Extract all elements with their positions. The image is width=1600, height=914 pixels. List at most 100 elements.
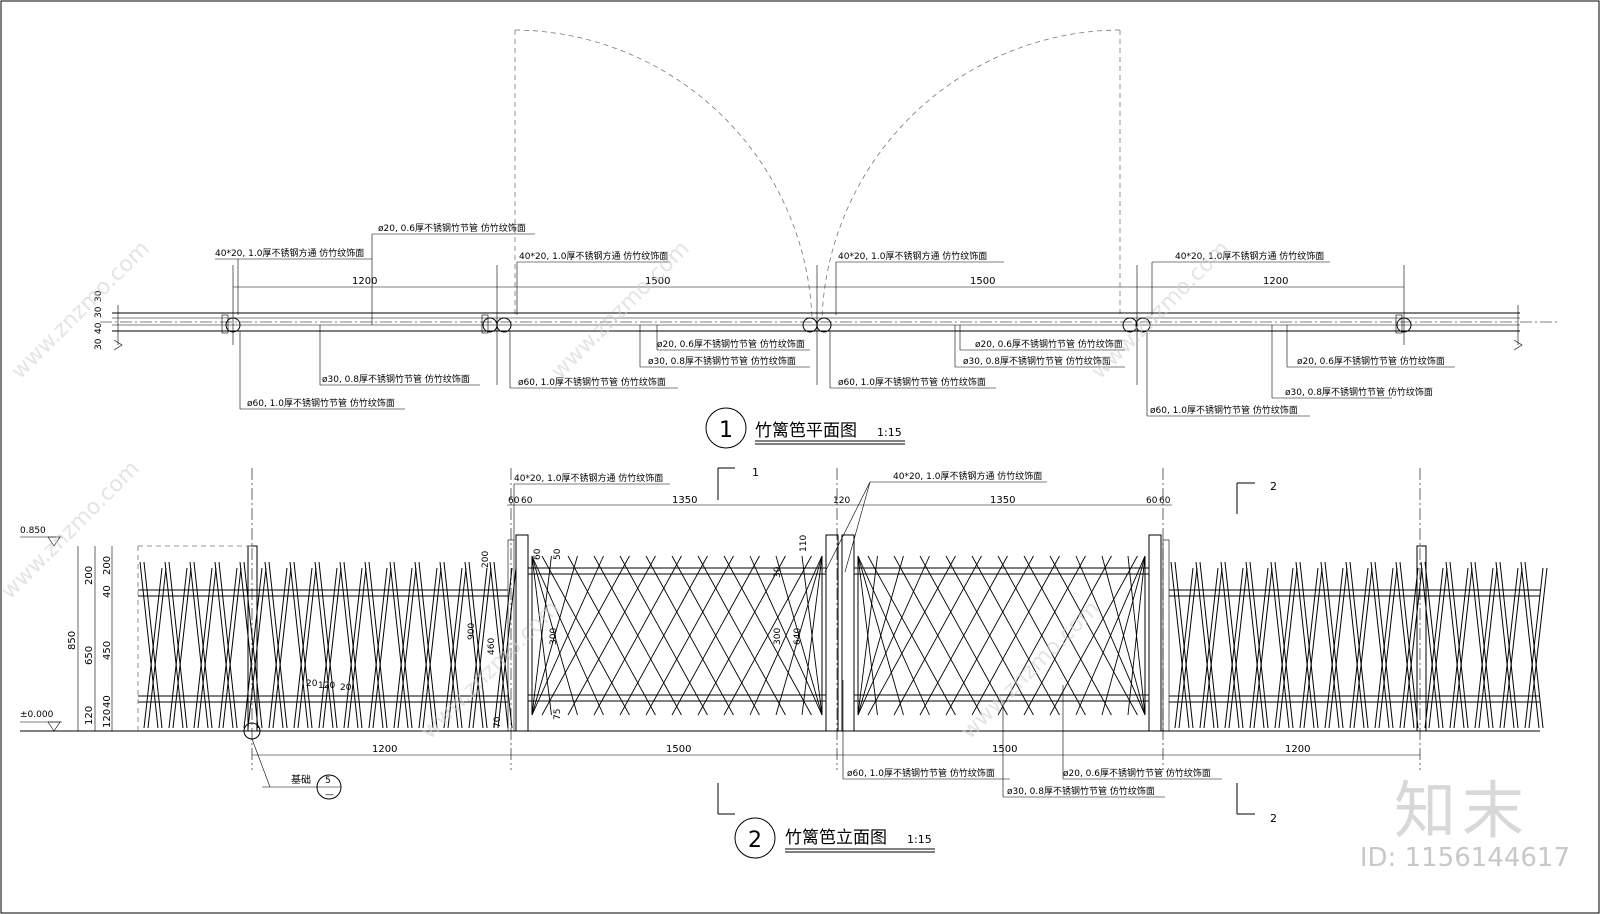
bamboo-stick bbox=[197, 567, 217, 729]
break-mark-left bbox=[113, 305, 123, 351]
bamboo-stick bbox=[1320, 561, 1340, 729]
bamboo-stick bbox=[143, 567, 163, 729]
bamboo-stick bbox=[1199, 567, 1219, 729]
svg-text:120: 120 bbox=[833, 496, 850, 506]
svg-text:110: 110 bbox=[799, 535, 809, 552]
plan-note-top-b: 40*20, 1.0厚不锈钢方通 仿竹纹饰面 bbox=[215, 247, 364, 259]
bamboo-stick bbox=[364, 561, 384, 729]
side-fence-rails bbox=[137, 545, 1540, 731]
bamboo-stick bbox=[1299, 567, 1319, 729]
bamboo-stick bbox=[1449, 567, 1469, 729]
svg-text:1500: 1500 bbox=[666, 744, 691, 755]
break-mark-right bbox=[1513, 305, 1523, 351]
elevation-title: 竹篱笆立面图 bbox=[785, 828, 887, 848]
bamboo-stick bbox=[1195, 561, 1215, 729]
svg-text:ø60, 1.0厚不锈钢竹节管 仿竹纹饰面: ø60, 1.0厚不锈钢竹节管 仿竹纹饰面 bbox=[247, 397, 395, 409]
spacing-dims: 20 120 20 bbox=[306, 679, 352, 693]
left-vertical-dim-texts: 200 650 120 850 200 40 450 40 120 bbox=[67, 556, 113, 728]
svg-text:ø20, 0.6厚不锈钢竹节管 仿竹纹饰面: ø20, 0.6厚不锈钢竹节管 仿竹纹饰面 bbox=[1297, 355, 1445, 367]
gate-rails bbox=[528, 567, 1149, 702]
bamboo-stick bbox=[493, 567, 513, 729]
plan-side-dims: 30 40 30 30 bbox=[94, 290, 104, 350]
bamboo-stick bbox=[1303, 567, 1323, 729]
svg-text:30: 30 bbox=[773, 566, 783, 578]
bamboo-stick bbox=[945, 555, 1034, 716]
bamboo-stick bbox=[314, 561, 334, 729]
bamboo-stick bbox=[147, 567, 167, 729]
svg-text:30: 30 bbox=[94, 306, 104, 318]
svg-text:650: 650 bbox=[84, 646, 95, 665]
bamboo-stick bbox=[168, 567, 188, 729]
bamboo-stick bbox=[893, 555, 982, 716]
svg-text:60: 60 bbox=[1159, 496, 1171, 506]
bamboo-stick bbox=[1324, 567, 1344, 729]
svg-text:ø20, 0.6厚不锈钢竹节管 仿竹纹饰面: ø20, 0.6厚不锈钢竹节管 仿竹纹饰面 bbox=[975, 338, 1123, 350]
bamboo-stick bbox=[247, 567, 267, 729]
bamboo-stick bbox=[189, 561, 209, 729]
bamboo-stick bbox=[443, 567, 463, 729]
bamboo-stick bbox=[297, 567, 317, 729]
bamboo-stick bbox=[671, 555, 760, 716]
svg-text:50: 50 bbox=[553, 548, 563, 560]
bamboo-stick bbox=[1170, 561, 1190, 729]
bamboo-stick bbox=[1245, 561, 1265, 729]
svg-text:www.znzmo.com: www.znzmo.com bbox=[7, 236, 155, 384]
plan-note-top-a: ø20, 0.6厚不锈钢竹节管 仿竹纹饰面 bbox=[378, 222, 526, 234]
bamboo-stick bbox=[339, 561, 359, 729]
svg-text:ø60, 1.0厚不锈钢竹节管 仿竹纹饰面: ø60, 1.0厚不锈钢竹节管 仿竹纹饰面 bbox=[1150, 404, 1298, 416]
bamboo-stick bbox=[389, 561, 409, 729]
elevation-notes: 40*20, 1.0厚不锈钢方通 仿竹纹饰面 40*20, 1.0厚不锈钢方通 … bbox=[513, 470, 1222, 798]
plan-top-notes: ø20, 0.6厚不锈钢竹节管 仿竹纹饰面 40*20, 1.0厚不锈钢方通 仿… bbox=[215, 222, 1330, 325]
bamboo-stick bbox=[264, 561, 284, 729]
bamboo-stick bbox=[1428, 567, 1448, 729]
elevation-view: 60 60 1350 120 1350 60 60 1 2 2 1200 150… bbox=[20, 466, 1548, 859]
bamboo-stick bbox=[531, 555, 578, 716]
foundation-label: 基础 bbox=[291, 773, 311, 786]
bamboo-stick bbox=[1274, 567, 1294, 729]
bamboo-stick bbox=[919, 555, 1008, 716]
bamboo-stick bbox=[1424, 567, 1444, 729]
bamboo-stick bbox=[997, 555, 1086, 716]
bamboo-stick bbox=[1049, 555, 1138, 716]
door-swing-arc-right bbox=[821, 29, 1121, 319]
bamboo-stick bbox=[1474, 567, 1494, 729]
bamboo-stick bbox=[372, 567, 392, 729]
svg-text:40: 40 bbox=[102, 695, 113, 708]
svg-text:1350: 1350 bbox=[990, 495, 1015, 506]
bamboo-stick bbox=[1503, 567, 1523, 729]
bamboo-stick bbox=[397, 567, 417, 729]
bamboo-stick bbox=[222, 567, 242, 729]
bamboo-stick bbox=[164, 561, 184, 729]
svg-text:1200: 1200 bbox=[1285, 744, 1310, 755]
bamboo-stick bbox=[723, 555, 812, 716]
bamboo-stick bbox=[1023, 555, 1112, 716]
bamboo-stick bbox=[531, 555, 552, 716]
elev-note-c20: ø20, 0.6厚不锈钢竹节管 仿竹纹饰面 bbox=[1063, 767, 1211, 779]
bamboo-stick bbox=[489, 561, 509, 729]
left-vertical-dims bbox=[77, 546, 113, 731]
bamboo-stick bbox=[1370, 561, 1390, 729]
svg-text:ø30, 0.8厚不锈钢竹节管 仿竹纹饰面: ø30, 0.8厚不锈钢竹节管 仿竹纹饰面 bbox=[963, 355, 1111, 367]
svg-text:120: 120 bbox=[84, 706, 95, 725]
bamboo-stick bbox=[468, 567, 488, 729]
svg-text:460: 460 bbox=[487, 638, 497, 655]
svg-text:ø30, 0.8厚不锈钢竹节管 仿竹纹饰面: ø30, 0.8厚不锈钢竹节管 仿竹纹饰面 bbox=[322, 373, 470, 385]
plan-dim-4: 1200 bbox=[1263, 276, 1288, 287]
elev-note-c60: ø60, 1.0厚不锈钢竹节管 仿竹纹饰面 bbox=[847, 767, 995, 779]
bamboo-stick bbox=[1453, 567, 1473, 729]
level-base: ±0.000 bbox=[20, 710, 54, 720]
bamboo-stick bbox=[1524, 567, 1544, 729]
svg-text:2: 2 bbox=[1270, 480, 1277, 493]
svg-text:2: 2 bbox=[1270, 812, 1277, 825]
bamboo-stick bbox=[775, 555, 823, 716]
svg-text:60: 60 bbox=[533, 548, 543, 560]
bamboo-stick bbox=[857, 555, 878, 716]
svg-text:1200: 1200 bbox=[372, 744, 397, 755]
bamboo-stick bbox=[347, 567, 367, 729]
bamboo-stick bbox=[567, 555, 656, 716]
elevation-scale: 1:15 bbox=[907, 833, 932, 846]
bamboo-stick bbox=[243, 567, 263, 729]
plan-notes-panel-3: ø20, 0.6厚不锈钢竹节管 仿竹纹饰面 ø30, 0.8厚不锈钢竹节管 仿竹… bbox=[829, 325, 1125, 389]
bamboo-stick bbox=[1270, 561, 1290, 729]
